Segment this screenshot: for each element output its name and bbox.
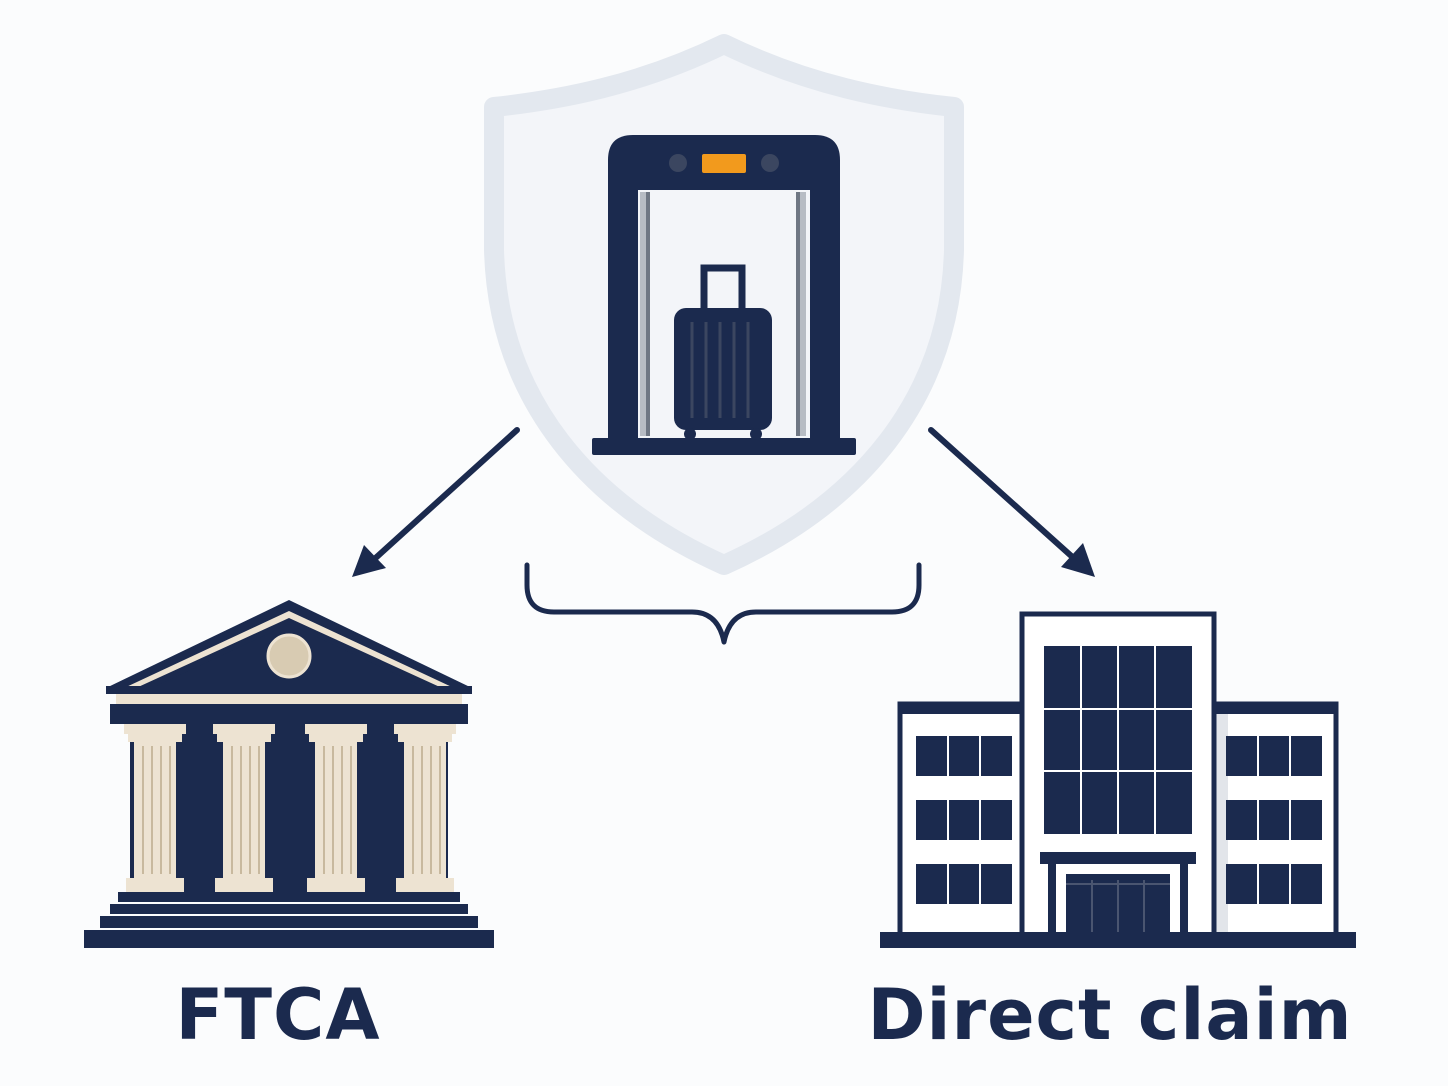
arrow-down-right-icon (928, 427, 1095, 577)
luggage-icon (674, 264, 772, 440)
government-building-icon (84, 600, 494, 948)
curly-brace-icon (524, 562, 922, 645)
shield-icon (484, 34, 964, 575)
ftca-label: FTCA (175, 974, 381, 1056)
arrow-down-left-icon (352, 427, 520, 577)
security-scanner-icon (592, 135, 856, 455)
office-building-icon (880, 611, 1356, 948)
direct-claim-label: Direct claim (867, 974, 1353, 1056)
